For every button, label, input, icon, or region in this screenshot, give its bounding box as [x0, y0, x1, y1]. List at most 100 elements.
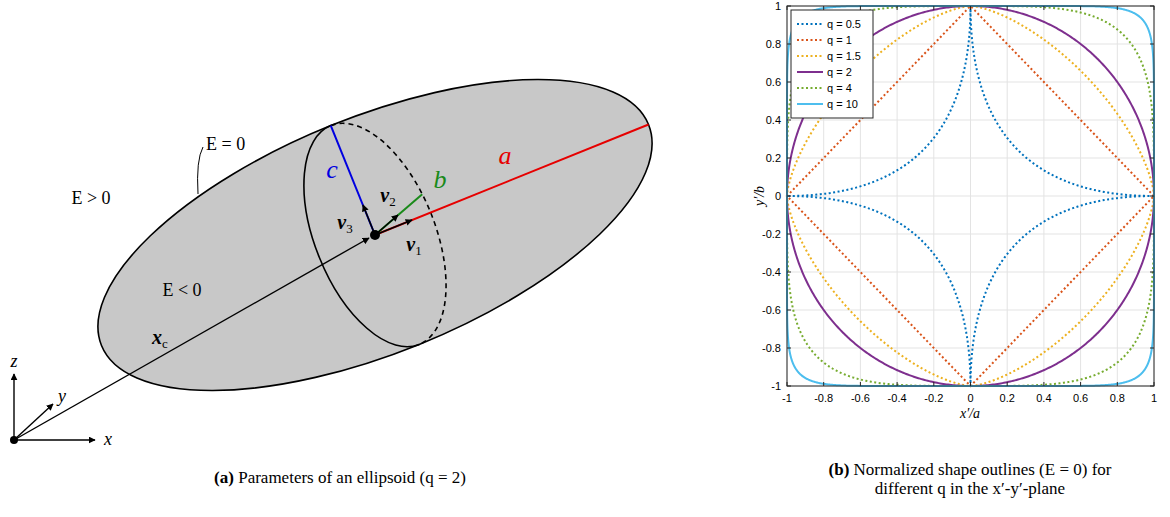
tick-marks — [787, 6, 1154, 386]
legend-entry: q = 10 — [827, 98, 858, 110]
tick-mark — [1007, 6, 1008, 10]
tick-label: 0 — [967, 392, 973, 404]
tick-mark — [787, 6, 791, 7]
tick-label: 0.4 — [1036, 392, 1051, 404]
origin-dot — [10, 436, 18, 444]
tick-label: 1 — [775, 0, 781, 12]
tick-mark — [1154, 382, 1155, 386]
tick-label: -0.4 — [888, 392, 907, 404]
tick-label: -0.2 — [924, 392, 943, 404]
coordinate-axis-label: x — [104, 430, 112, 450]
tick-label: -1 — [782, 392, 792, 404]
tick-label: 0.6 — [766, 76, 781, 88]
tick-label: -0.6 — [762, 304, 781, 316]
grid — [787, 6, 1154, 386]
tick-mark — [787, 120, 791, 121]
tick-mark — [787, 44, 791, 45]
semi-axis-a — [375, 124, 649, 235]
legend-sample — [797, 71, 823, 73]
tick-mark — [1150, 6, 1154, 7]
semi-axis-b — [368, 194, 430, 235]
tick-mark — [787, 158, 791, 159]
tick-mark — [1117, 6, 1118, 10]
ellipsoid-group — [57, 15, 692, 455]
tick-mark — [1150, 158, 1154, 159]
tick-mark — [1150, 44, 1154, 45]
vector-v1 — [375, 220, 412, 235]
superellipse-curve — [787, 6, 1154, 386]
superellipse-curve — [787, 6, 1154, 386]
tick-mark — [1154, 6, 1155, 10]
legend-entry: q = 4 — [827, 82, 852, 94]
tick-mark — [787, 310, 791, 311]
leader-line — [198, 147, 203, 194]
tick-mark — [1150, 310, 1154, 311]
axis-x-arrow — [14, 439, 95, 440]
coordinate-axis-label: y — [58, 387, 66, 407]
grid-line — [787, 158, 1154, 159]
tick-mark — [970, 382, 971, 386]
superellipse-curve — [787, 6, 1154, 386]
legend-entry: q = 2 — [827, 66, 852, 78]
grid-line — [787, 310, 1154, 311]
tick-mark — [1150, 120, 1154, 121]
vector-label: xc — [152, 326, 168, 348]
tick-label: 0.8 — [766, 38, 781, 50]
tick-mark — [787, 386, 791, 387]
tick-label: 1 — [1151, 392, 1157, 404]
tick-mark — [1150, 348, 1154, 349]
legend-entry: q = 1.5 — [827, 50, 861, 62]
tick-label: -1 — [771, 380, 781, 392]
legend-sample — [797, 87, 823, 89]
tick-label: 0.2 — [1000, 392, 1015, 404]
tick-label: 0.8 — [1110, 392, 1125, 404]
ellipsoid-outline — [57, 15, 692, 455]
axis-length-label: a — [499, 142, 512, 171]
superellipse-curve — [787, 6, 1154, 386]
legend-box — [791, 10, 873, 118]
tick-mark — [787, 196, 791, 197]
region-label: E = 0 — [206, 135, 245, 155]
tick-mark — [787, 272, 791, 273]
axis-z-arrow — [13, 374, 14, 440]
center-dot — [370, 230, 380, 240]
tick-mark — [860, 382, 861, 386]
superellipse-curve — [787, 6, 1154, 386]
tick-mark — [787, 234, 791, 235]
tick-mark — [1117, 382, 1118, 386]
coordinate-axis-label: z — [10, 352, 17, 372]
tick-mark — [1080, 382, 1081, 386]
tick-label: -0.8 — [814, 392, 833, 404]
cross-section-front — [275, 126, 419, 367]
legend-entry: q = 1 — [827, 34, 852, 46]
curves — [787, 6, 1154, 386]
tick-mark — [897, 382, 898, 386]
cross-section-back — [331, 103, 475, 344]
tick-mark — [1043, 382, 1044, 386]
position-vector — [14, 238, 369, 440]
tick-label: -0.8 — [762, 342, 781, 354]
axis-length-label: c — [326, 156, 338, 185]
tick-label: 0 — [775, 190, 781, 202]
tick-mark — [1150, 82, 1154, 83]
tick-label: -0.4 — [762, 266, 781, 278]
tick-mark — [1150, 272, 1154, 273]
tick-mark — [897, 6, 898, 10]
tick-mark — [787, 82, 791, 83]
tick-mark — [933, 6, 934, 10]
tick-mark — [787, 6, 788, 10]
tick-mark — [933, 382, 934, 386]
panel-caption: (a) Parameters of an ellipsoid (q = 2) — [214, 469, 466, 488]
legend-entry: q = 0.5 — [827, 18, 861, 30]
tick-mark — [1150, 196, 1154, 197]
tick-label: -0.6 — [851, 392, 870, 404]
tick-mark — [1080, 6, 1081, 10]
legend-samples — [797, 24, 823, 104]
legend-sample — [797, 55, 823, 57]
grid-line — [787, 196, 1154, 197]
axis-title: y′/b — [752, 186, 767, 206]
region-label: E < 0 — [162, 281, 201, 301]
